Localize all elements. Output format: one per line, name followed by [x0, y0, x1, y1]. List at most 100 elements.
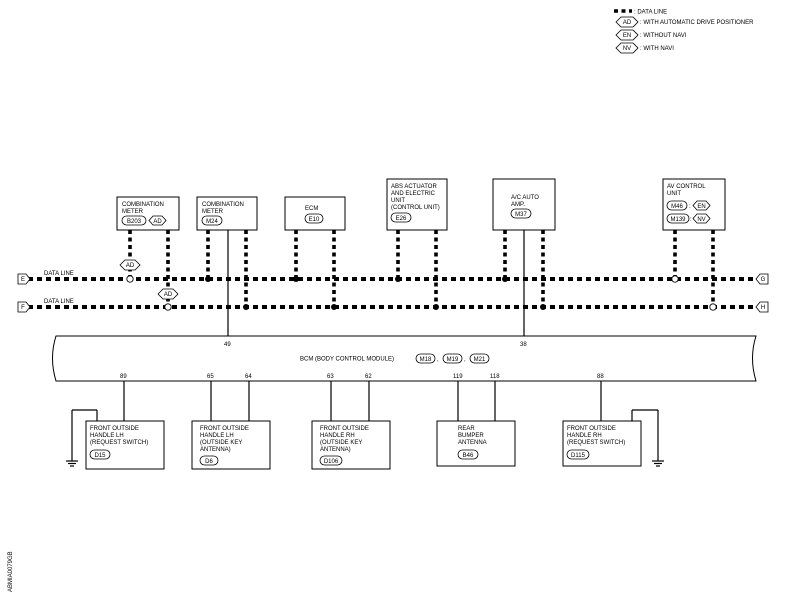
unit-label: AV CONTROL	[667, 184, 706, 190]
connector-badge	[457, 449, 479, 460]
component-label: HANDLE RH	[567, 433, 602, 439]
connector-badge	[666, 200, 688, 211]
connector-badge	[89, 449, 111, 460]
component-label: (REQUEST SWITCH)	[90, 440, 148, 446]
bcm-module: 49 38 BCM (BODY CONTROL MODULE) M18 , M1…	[52, 335, 757, 382]
component-label: ANTENNA	[458, 440, 487, 446]
connector-id: D115	[571, 453, 586, 459]
option-tag-text: EN	[697, 204, 705, 210]
offpage-connector-e	[17, 273, 31, 285]
connector-badge	[390, 212, 412, 223]
unit-ac-auto-amp: A/C AUTO AMP. M37	[492, 178, 556, 231]
data-line-lower-label: DATA LINE	[44, 299, 74, 305]
component-handle-lh-request: FRONT OUTSIDE HANDLE LH (REQUEST SWITCH)…	[85, 420, 165, 470]
offpage-connector-g	[755, 273, 769, 285]
component-label: (OUTSIDE KEY	[320, 440, 362, 446]
legend-nv-text: : WITH NAVI	[640, 46, 674, 52]
separator-colon: :	[689, 204, 691, 210]
unit-label: ABS ACTUATOR	[391, 184, 437, 190]
legend-ad-text: : WITH AUTOMATIC DRIVE POSITIONER	[640, 20, 754, 26]
option-tag-text: AD	[153, 219, 162, 225]
bcm-outline	[52, 335, 757, 382]
connector-badge	[566, 449, 590, 460]
unit-label: METER	[202, 209, 224, 215]
connector-badge	[201, 215, 223, 226]
unit-label: UNIT	[667, 191, 681, 197]
component-label: HANDLE LH	[200, 433, 234, 439]
component-label: REAR	[458, 426, 475, 432]
component-handle-rh-antenna: FRONT OUTSIDE HANDLE RH (OUTSIDE KEY ANT…	[311, 420, 391, 470]
option-tag	[692, 213, 711, 224]
legend-ad-tag-text: AD	[623, 20, 632, 26]
connector-id: M24	[206, 219, 218, 225]
unit-label: AND ELECTRIC	[391, 191, 436, 197]
unit-label: UNIT	[391, 198, 405, 204]
data-line-bus: DATA LINE DATA LINE E F G H AD AD	[17, 259, 769, 313]
unit-ecm: ECM E10	[284, 196, 346, 231]
offpage-connector-f-label: F	[21, 305, 25, 311]
bcm-connector-badge	[415, 353, 436, 364]
component-label: FRONT OUTSIDE	[90, 426, 139, 432]
bcm-pin-63: 63	[327, 374, 334, 380]
option-tag	[148, 215, 167, 226]
bcm-connector-id: M19	[447, 357, 459, 363]
bottom-wires	[123, 381, 602, 421]
offpage-connector-h-label: H	[761, 305, 765, 311]
bcm-connector-id: M18	[420, 357, 432, 363]
separator-colon: :	[690, 217, 692, 223]
legend: : DATA LINE AD : WITH AUTOMATIC DRIVE PO…	[614, 9, 754, 54]
separator-comma: ,	[464, 357, 466, 363]
legend-en-tag-text: EN	[623, 33, 631, 39]
bus-ad-tag-lower	[157, 288, 179, 300]
ground-rh	[631, 409, 664, 467]
option-tag-text: NV	[697, 217, 705, 223]
bcm-connector-badge	[469, 353, 490, 364]
connector-id: D6	[205, 459, 213, 465]
separator-comma: ,	[437, 357, 439, 363]
legend-data-line-text: : DATA LINE	[634, 10, 667, 16]
unit-label: METER	[122, 209, 144, 215]
bcm-pin-49: 49	[224, 342, 231, 348]
unit-combination-meter-ad: COMBINATION METER B203 AD	[116, 196, 180, 231]
component-label: ANTENNA)	[200, 447, 231, 453]
bus-ad-tag-upper	[119, 259, 141, 271]
option-tag	[692, 200, 711, 211]
component-handle-lh-antenna: FRONT OUTSIDE HANDLE LH (OUTSIDE KEY ANT…	[191, 420, 271, 470]
figure-id: ABMIA0079GB	[8, 551, 14, 592]
component-label: (REQUEST SWITCH)	[567, 440, 625, 446]
bcm-pin-64: 64	[245, 374, 252, 380]
component-label: HANDLE RH	[320, 433, 355, 439]
connector-badge	[319, 455, 343, 466]
bcm-pin-65: 65	[207, 374, 214, 380]
connector-id: B203	[127, 219, 142, 225]
bcm-pin-88: 88	[597, 374, 604, 380]
bcm-pin-62: 62	[365, 374, 372, 380]
connector-id: D106	[324, 459, 339, 465]
offpage-connector-f	[17, 301, 31, 313]
connector-id: D15	[94, 453, 106, 459]
unit-label: (CONTROL UNIT)	[391, 205, 440, 211]
bcm-label: BCM (BODY CONTROL MODULE)	[300, 357, 394, 363]
component-label: FRONT OUTSIDE	[320, 426, 369, 432]
connector-id: M139	[670, 217, 686, 223]
connector-id: M46	[671, 204, 683, 210]
connector-id: M37	[515, 212, 527, 218]
unit-label: COMBINATION	[122, 202, 164, 208]
connector-id: B46	[463, 453, 474, 459]
unit-label: A/C AUTO	[511, 195, 539, 201]
connector-badge	[199, 455, 219, 466]
legend-nv-tag-text: NV	[623, 46, 631, 52]
component-label: ANTENNA)	[320, 447, 351, 453]
component-label: (OUTSIDE KEY	[200, 440, 242, 446]
stub-wires	[128, 230, 715, 336]
component-label: FRONT OUTSIDE	[567, 426, 616, 432]
unit-combination-meter: COMBINATION METER M24	[196, 196, 258, 231]
component-label: FRONT OUTSIDE	[200, 426, 249, 432]
unit-label: AMP.	[511, 202, 525, 208]
legend-en-tag	[615, 29, 639, 41]
offpage-connector-g-label: G	[761, 277, 766, 283]
unit-label: COMBINATION	[202, 202, 244, 208]
connector-id: E26	[396, 216, 407, 222]
bcm-pin-118: 118	[490, 374, 500, 380]
